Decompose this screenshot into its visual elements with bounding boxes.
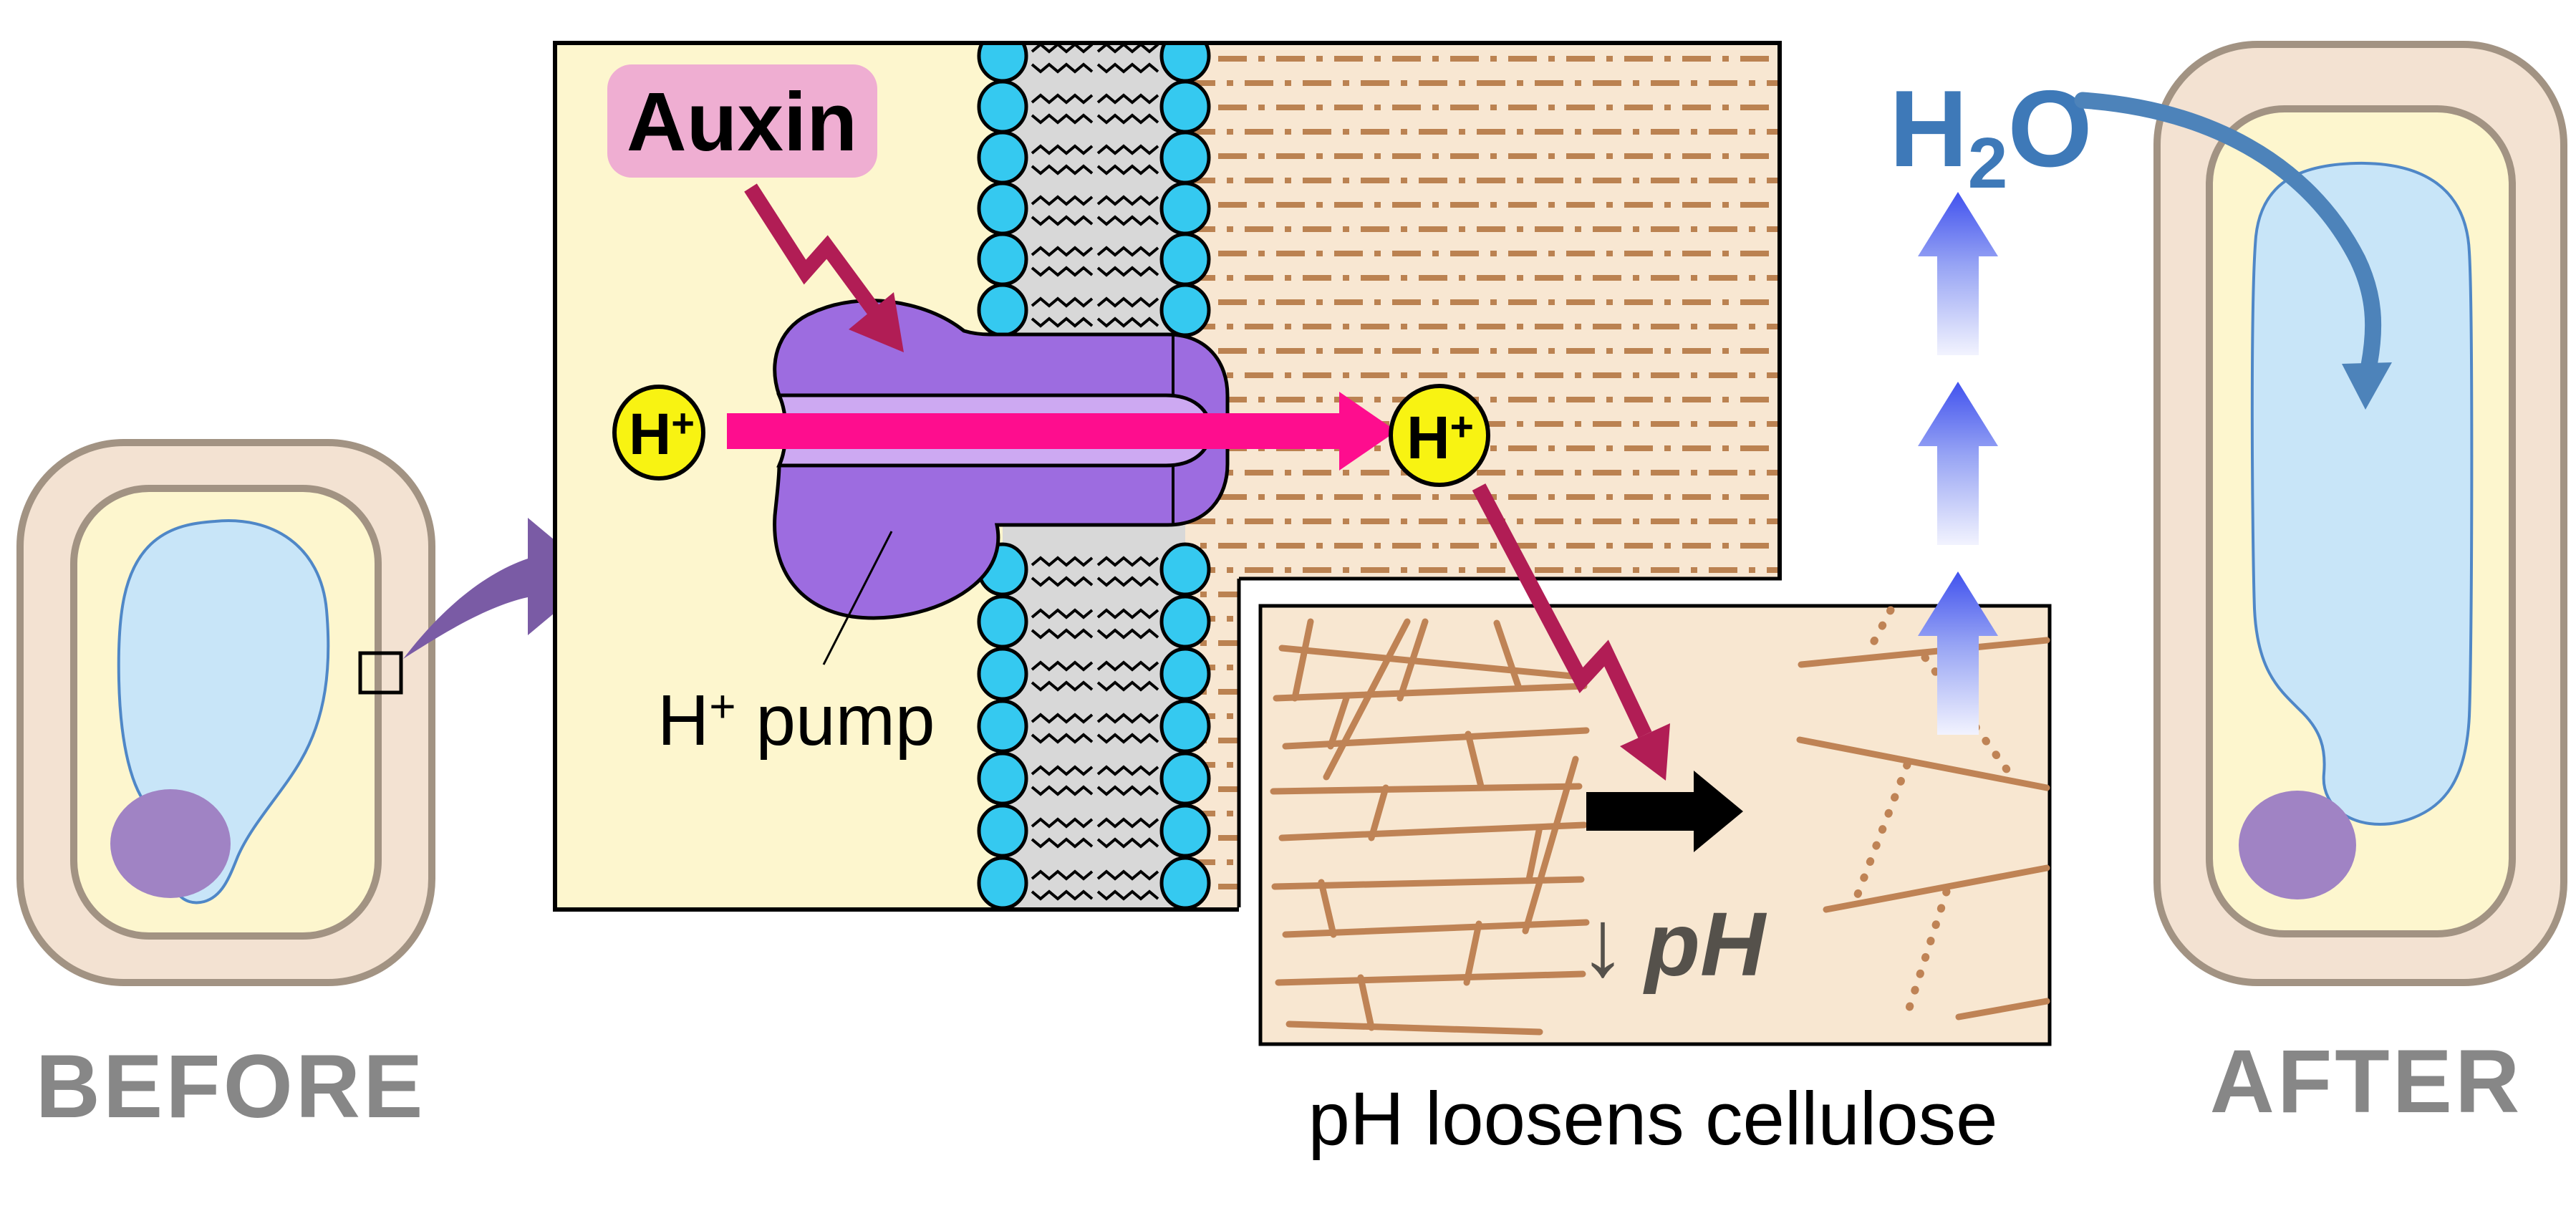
inset-caption: pH loosens cellulose (1308, 1077, 1997, 1161)
ph-drop-label: ↓pH (1579, 890, 1767, 995)
pump-leader-line (822, 531, 893, 665)
water-inflow-arrow (2074, 92, 2392, 410)
after-cell (2153, 41, 2567, 986)
proton-left (612, 385, 705, 481)
turgor-arrow-icon (1918, 571, 1998, 735)
proton-right-label: H+ (1407, 404, 1474, 471)
proton-pump-label: H+ pump (657, 680, 935, 761)
proton-right (1389, 384, 1490, 487)
after-nucleus (2239, 791, 2356, 899)
auxin-label: Auxin (627, 75, 857, 168)
turgor-arrow-icon (1918, 382, 1998, 545)
panel-border (553, 41, 1782, 912)
cellulose-loose-fibers (1796, 606, 2050, 1021)
turgor-arrows (1918, 192, 1998, 735)
ph-bolt-arrow (1472, 483, 1670, 781)
loosening-arrow-icon (1586, 771, 1743, 852)
cellulose-dense-fibers (1270, 618, 1590, 1036)
before-nucleus (110, 789, 231, 898)
proton-left-label: H+ (629, 400, 695, 467)
after-label: AFTER (2210, 1032, 2523, 1132)
zoom-arrow-icon (403, 518, 598, 659)
auxin-label-box (607, 64, 877, 178)
cellulose-inset-panel: ↓pH (1258, 604, 2052, 1046)
magnified-region-box (358, 651, 403, 695)
proton-flow-arrow (727, 392, 1396, 471)
after-vacuole (2250, 161, 2474, 826)
h2o-label: H2O (1889, 68, 2093, 203)
before-label: BEFORE (36, 1037, 426, 1137)
turgor-arrow-icon (1918, 192, 1998, 355)
before-cell (16, 439, 435, 986)
auxin-bolt-arrow (744, 183, 904, 352)
water-uptake: H2O (1889, 68, 2392, 735)
